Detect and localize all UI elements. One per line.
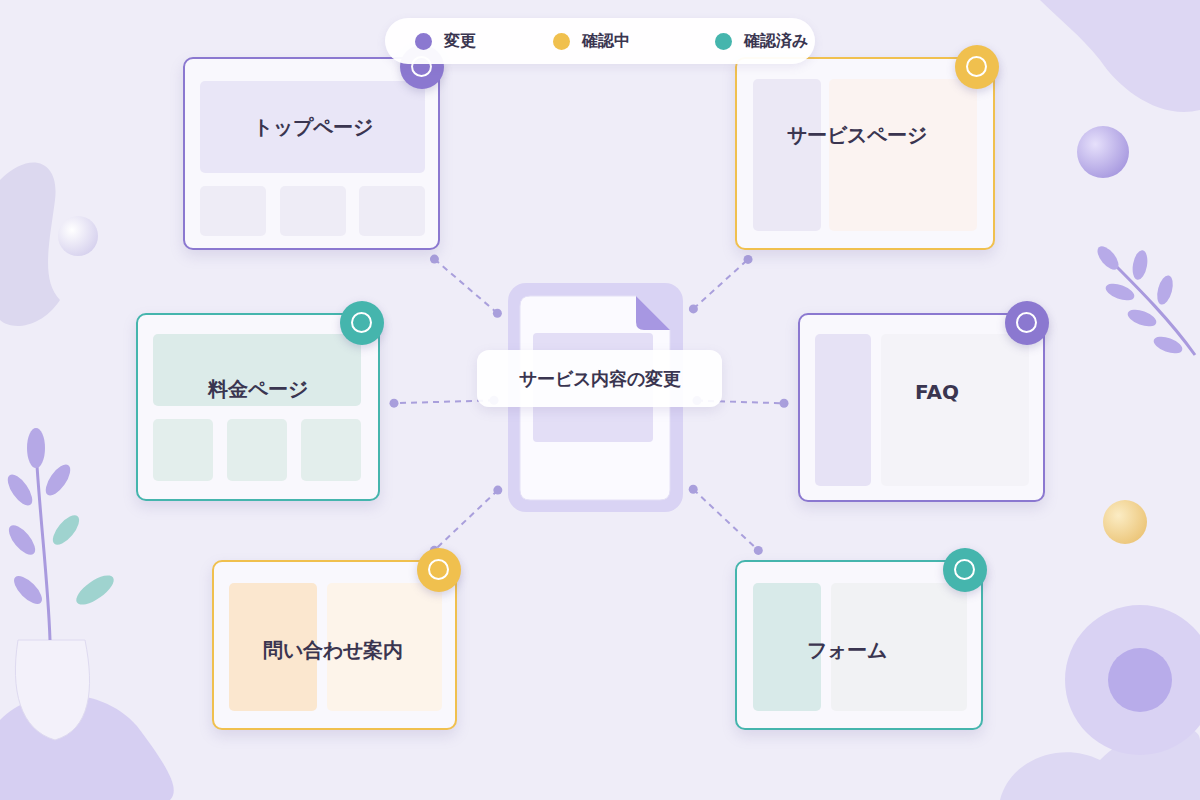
node-label: トップページ bbox=[200, 81, 425, 173]
document-fold bbox=[636, 296, 670, 330]
page-box: サービスページ bbox=[735, 57, 995, 250]
node-label: フォーム bbox=[777, 630, 917, 670]
page-box: FAQ bbox=[798, 313, 1045, 502]
dashed-connector bbox=[693, 259, 748, 308]
connector-dot bbox=[493, 309, 502, 318]
connector-dot bbox=[744, 255, 753, 264]
page-panel bbox=[227, 419, 287, 481]
page-panel bbox=[301, 419, 361, 481]
page-box: 問い合わせ案内 bbox=[212, 560, 457, 730]
legend-swatch bbox=[415, 33, 432, 50]
dashed-connector bbox=[434, 259, 497, 313]
page-box: 料金ページ bbox=[136, 313, 380, 501]
status-badge bbox=[417, 548, 461, 592]
page-box: フォーム bbox=[735, 560, 983, 730]
ring-hole bbox=[1108, 648, 1172, 712]
ring-shape bbox=[1065, 605, 1200, 755]
status-badge bbox=[955, 45, 999, 89]
legend-label: 変更 bbox=[444, 31, 476, 52]
sphere bbox=[1103, 500, 1147, 544]
document-node: サービス内容の変更 bbox=[508, 283, 683, 512]
sphere bbox=[1077, 126, 1129, 178]
connector-dot bbox=[780, 399, 789, 408]
status-badge bbox=[1005, 301, 1049, 345]
connector-dot bbox=[689, 485, 698, 494]
page-panel bbox=[359, 186, 425, 236]
page-panel bbox=[753, 79, 821, 231]
connector-dot bbox=[689, 304, 698, 313]
page-box: トップページ bbox=[183, 57, 440, 250]
node-label: 料金ページ bbox=[158, 369, 358, 409]
page-panel bbox=[881, 334, 1029, 486]
connector-dot bbox=[430, 255, 439, 264]
dashed-connector bbox=[693, 489, 758, 550]
leaf-branch bbox=[3, 428, 118, 640]
node-label: 問い合わせ案内 bbox=[228, 630, 438, 670]
status-badge bbox=[340, 301, 384, 345]
node-label: サービス内容の変更 bbox=[477, 350, 722, 407]
page-panel bbox=[153, 419, 213, 481]
legend-swatch bbox=[553, 33, 570, 50]
legend-label: 確認中 bbox=[582, 31, 630, 52]
legend-swatch bbox=[715, 33, 732, 50]
node-label: サービスページ bbox=[757, 115, 957, 155]
connector-dot bbox=[389, 399, 398, 408]
page-panel bbox=[200, 186, 266, 236]
leaf-branch bbox=[1094, 243, 1195, 357]
side-blob bbox=[0, 163, 60, 326]
connector-dot bbox=[754, 546, 763, 555]
page-panel bbox=[829, 79, 977, 231]
legend-item: 確認中 bbox=[553, 18, 630, 64]
legend-item: 確認済み bbox=[715, 18, 808, 64]
corner-blob bbox=[1040, 0, 1200, 112]
vase bbox=[15, 640, 89, 740]
dashed-connector bbox=[434, 490, 498, 550]
status-badge bbox=[943, 548, 987, 592]
page-panel bbox=[815, 334, 871, 486]
legend-label: 確認済み bbox=[744, 31, 808, 52]
legend-item: 変更 bbox=[415, 18, 476, 64]
sphere bbox=[58, 216, 98, 256]
connector-dot bbox=[493, 486, 502, 495]
page-panel bbox=[280, 186, 346, 236]
label-pill: サービス内容の変更 bbox=[477, 350, 722, 407]
legend: 変更 確認中 確認済み bbox=[385, 18, 815, 64]
node-label: FAQ bbox=[882, 372, 992, 412]
